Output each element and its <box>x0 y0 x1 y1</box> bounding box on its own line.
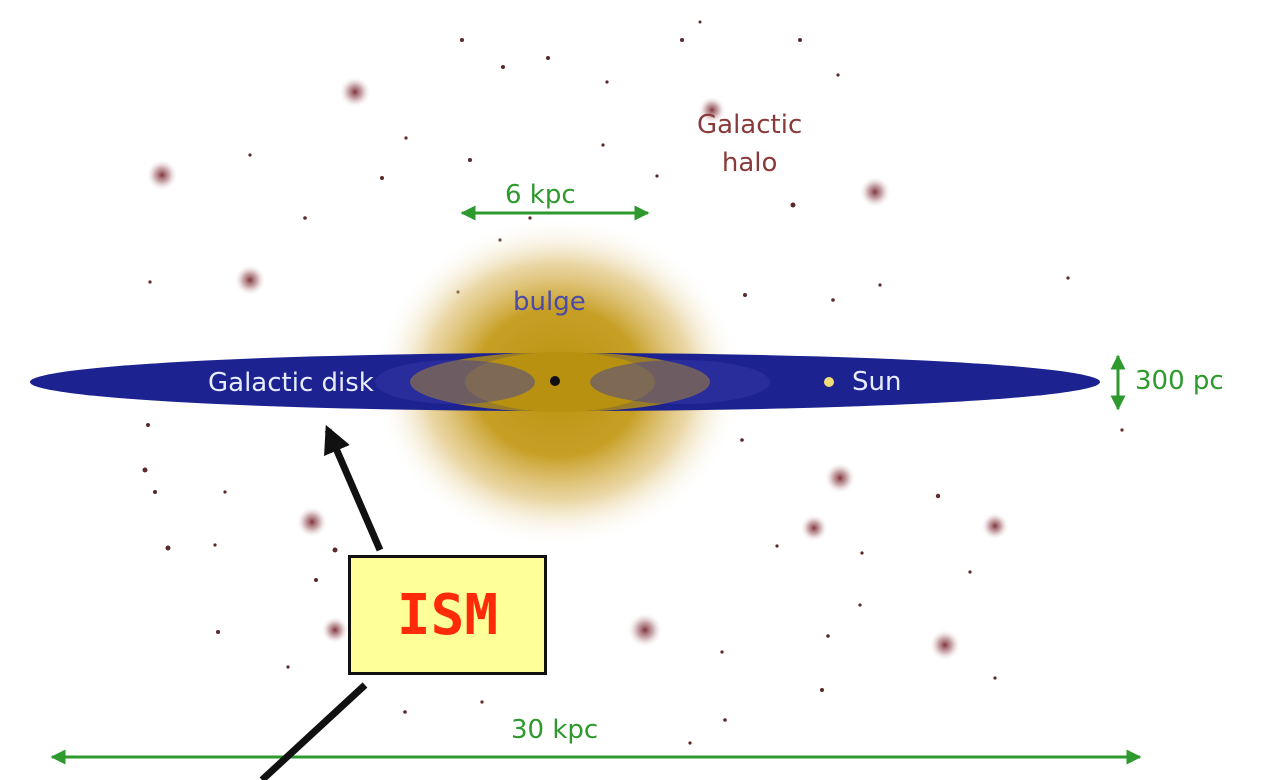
sun-label: Sun <box>852 367 902 397</box>
halo-label: Galactic halo <box>697 107 802 182</box>
halo-stars <box>142 20 1124 745</box>
halo-label-line1: Galactic <box>697 110 803 140</box>
sun-marker <box>824 377 834 387</box>
bulge-width-label: 6 kpc <box>505 180 576 210</box>
disk-label: Galactic disk <box>208 368 374 398</box>
halo-clusters <box>146 76 1009 661</box>
ism-callout-box: ISM <box>348 555 547 675</box>
galactic-disk <box>30 352 1100 412</box>
ism-pointer-tail <box>259 682 368 780</box>
galaxy-width-label: 30 kpc <box>511 715 599 745</box>
halo-label-line2: halo <box>721 147 778 178</box>
bulge-label: bulge <box>513 287 586 317</box>
disk-thickness-label: 300 pc <box>1135 366 1224 396</box>
ism-pointer-arrow <box>324 424 384 552</box>
ism-label: ISM <box>396 582 499 648</box>
galactic-center-marker <box>550 376 560 386</box>
